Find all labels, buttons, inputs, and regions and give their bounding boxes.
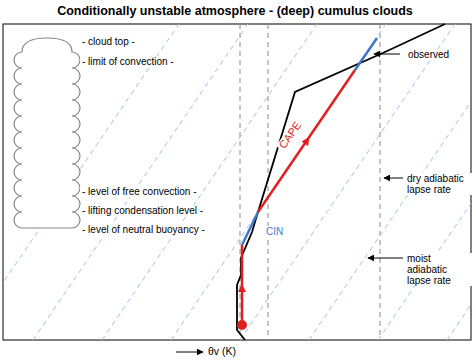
line-label: moist adiabatic lapse rate [405, 253, 473, 286]
moist-adiabat [102, 24, 317, 340]
parcel-path [258, 70, 355, 212]
arrowhead [302, 135, 313, 146]
leader-arrow [368, 258, 403, 259]
parcel-overshoot [355, 38, 377, 70]
level-label: - level of free convection - [80, 186, 199, 197]
dry-adiabat [380, 24, 381, 340]
line-label: dry adiabatic lapse rate [405, 173, 473, 195]
title: Conditionally unstable atmosphere - (dee… [0, 4, 473, 18]
moist-adiabat [171, 24, 386, 340]
moist-adiabat [309, 24, 471, 340]
line-label: observed [406, 49, 451, 60]
plot-frame [3, 24, 471, 340]
cin-label: CIN [264, 226, 285, 237]
moist-adiabat [3, 24, 179, 340]
axis-arrow [176, 352, 203, 353]
arrowhead [238, 284, 246, 292]
moist-adiabat [378, 24, 471, 340]
cumulus-cloud [14, 38, 80, 228]
parcel-dot [237, 320, 247, 330]
cin-segment [242, 212, 258, 245]
level-label: - lifting condensation level - [80, 205, 205, 216]
cape-label: CAPE [276, 118, 304, 152]
leader-arrow [374, 54, 400, 55]
dry-adiabat [240, 24, 241, 340]
leader-arrow [384, 178, 403, 179]
level-label: - limit of convection - [80, 56, 176, 67]
level-label: - level of neutral buoyancy - [80, 224, 207, 235]
level-label: - cloud top - [80, 36, 137, 47]
axis-label: θv (K) [206, 346, 238, 357]
